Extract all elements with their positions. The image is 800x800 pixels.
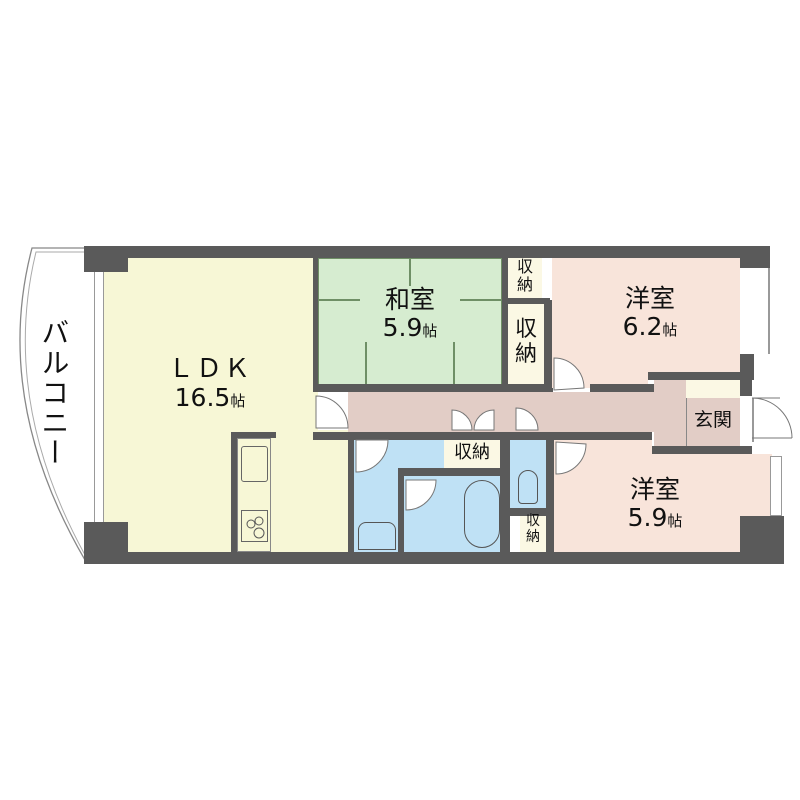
toilet-wall-bottom <box>510 508 552 516</box>
outer-wall-se <box>740 516 784 564</box>
entrance-door[interactable] <box>752 398 754 442</box>
hallway-wall-south <box>313 432 349 440</box>
room-entrance <box>686 398 740 446</box>
storage-top <box>508 258 542 298</box>
yoshitsu-north-wall-bottom <box>590 384 654 392</box>
kitchen-wall <box>231 432 276 438</box>
storage-divider <box>502 298 550 304</box>
storage-char: 納 <box>514 341 537 367</box>
washitsu-size: 5.9 <box>382 313 423 342</box>
hallway <box>348 392 658 432</box>
washitsu-name: 和室 <box>384 285 435 314</box>
entrance-wall <box>740 380 752 396</box>
storage-char: 納 <box>526 528 540 545</box>
outer-wall-bottom <box>84 552 784 564</box>
storage-hall <box>444 440 500 468</box>
yoshitsu-south-label: 洋室 5.9帖 <box>605 476 705 532</box>
room-yoshitsu-north-lower <box>552 378 648 388</box>
hallway-wall-se <box>652 446 752 454</box>
yoshitsu-south-name: 洋室 <box>629 475 680 504</box>
ldk-size: 16.5 <box>174 383 231 413</box>
entrance-shoebox <box>686 380 740 398</box>
yoshitsu-north-name: 洋室 <box>624 284 675 313</box>
hallway-east <box>654 380 686 446</box>
bath-wall-top <box>398 468 510 476</box>
yoshitsu-south-unit: 帖 <box>667 512 683 530</box>
ldk-label: ＬＤＫ 16.5帖 <box>150 354 270 413</box>
storage-mid-label: 収 納 <box>508 317 544 367</box>
room-yoshitsu-south <box>554 454 772 552</box>
storage-char: 収 <box>514 317 537 342</box>
yoshitsu-north-label: 洋室 6.2帖 <box>600 285 700 341</box>
entrance-door-swing <box>751 397 793 439</box>
storage-top-label: 収 納 <box>508 258 542 294</box>
toilet-wall-right <box>546 432 554 552</box>
yoshitsu-south-size: 5.9 <box>627 503 668 532</box>
kitchen-wall-left <box>231 432 237 552</box>
storage-mid <box>508 304 544 384</box>
washbasin-icon <box>358 522 396 550</box>
kitchen-counter <box>237 438 271 552</box>
yoshitsu-south-window <box>770 456 782 516</box>
yoshitsu-north-unit: 帖 <box>662 321 678 339</box>
yoshitsu-north-wall-step <box>648 372 740 380</box>
room-ldk-lower <box>104 430 348 552</box>
washitsu-wall-bottom <box>313 384 553 392</box>
balcony-label: バルコニー <box>37 318 71 468</box>
storage-wall-right <box>544 300 552 388</box>
storage-hall-wall <box>500 432 510 552</box>
yoshitsu-north-window <box>740 268 770 354</box>
room-yoshitsu-north <box>552 258 740 378</box>
ldk-name: ＬＤＫ <box>167 354 252 384</box>
storage-char: 納 <box>516 274 533 294</box>
washitsu-unit: 帖 <box>422 322 438 340</box>
storage-south-label: 収 納 <box>520 513 546 545</box>
outer-wall-e <box>740 354 754 380</box>
outer-wall-ne <box>740 246 770 268</box>
wet-wall-left <box>348 432 354 552</box>
bath-wall-left <box>398 476 404 552</box>
washitsu-wall-left <box>313 258 318 388</box>
sink-icon <box>241 446 268 482</box>
ldk-window <box>94 272 104 522</box>
storage-wall <box>502 258 508 388</box>
storage-char: 収 <box>516 257 533 276</box>
storage-hall-label: 収納 <box>454 442 490 463</box>
toilet-icon <box>518 470 538 504</box>
washitsu-label: 和室 5.9帖 <box>360 286 460 342</box>
ldk-corner-sw <box>84 522 128 564</box>
yoshitsu-north-size: 6.2 <box>622 312 663 341</box>
storage-south <box>520 516 546 552</box>
outer-wall-top <box>84 246 754 258</box>
entrance-label: 玄関 <box>693 409 732 431</box>
stove-icon <box>241 510 268 542</box>
ldk-unit: 帖 <box>230 392 246 411</box>
ldk-corner-nw <box>84 246 128 272</box>
storage-char: 収 <box>526 513 540 529</box>
bathtub-icon <box>464 480 500 548</box>
